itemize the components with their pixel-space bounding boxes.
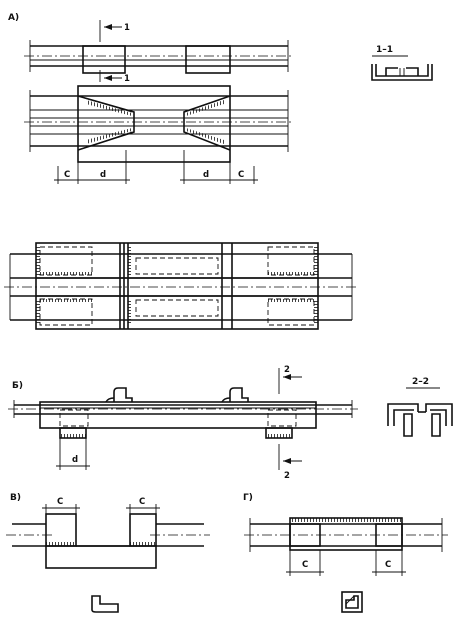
dim-d-right: d	[203, 170, 209, 180]
dim-c-fig-g-left: С	[302, 560, 308, 570]
figure-a-label: А)	[8, 13, 19, 23]
cut-2-bottom-label: 2	[284, 471, 290, 481]
figure-v-label: В)	[10, 493, 21, 503]
figure-g-label: Г)	[243, 493, 253, 503]
dim-c-left: С	[64, 170, 70, 180]
dim-c-fig-v-right: С	[139, 497, 145, 507]
dim-c-fig-v-left: С	[57, 497, 63, 507]
section-2-2: 2–2	[387, 377, 453, 437]
figure-a: А) 1 1 1–1	[8, 13, 433, 184]
figure-a-top-view: 1 1	[24, 20, 292, 84]
figure-a-main-view: С d d С	[24, 85, 292, 184]
section-1-1: 1–1	[371, 45, 433, 81]
cut-1-top-label: 1	[124, 23, 130, 33]
figure-double-beam	[4, 242, 358, 330]
figure-v: В) С С	[6, 493, 210, 613]
figure-g: Г) С С	[243, 493, 448, 613]
section-2-2-label: 2–2	[412, 377, 429, 387]
dim-c-right: С	[238, 170, 244, 180]
dim-d-fig-b: d	[72, 455, 78, 465]
cut-1-bottom-label: 1	[124, 74, 130, 84]
dim-c-fig-g-right: С	[385, 560, 391, 570]
figure-b-label: Б)	[12, 381, 23, 391]
cut-2-top-label: 2	[284, 365, 290, 375]
section-1-1-label: 1–1	[376, 45, 393, 55]
figure-b: Б) d 2 2	[8, 365, 358, 481]
dim-d-left: d	[100, 170, 106, 180]
